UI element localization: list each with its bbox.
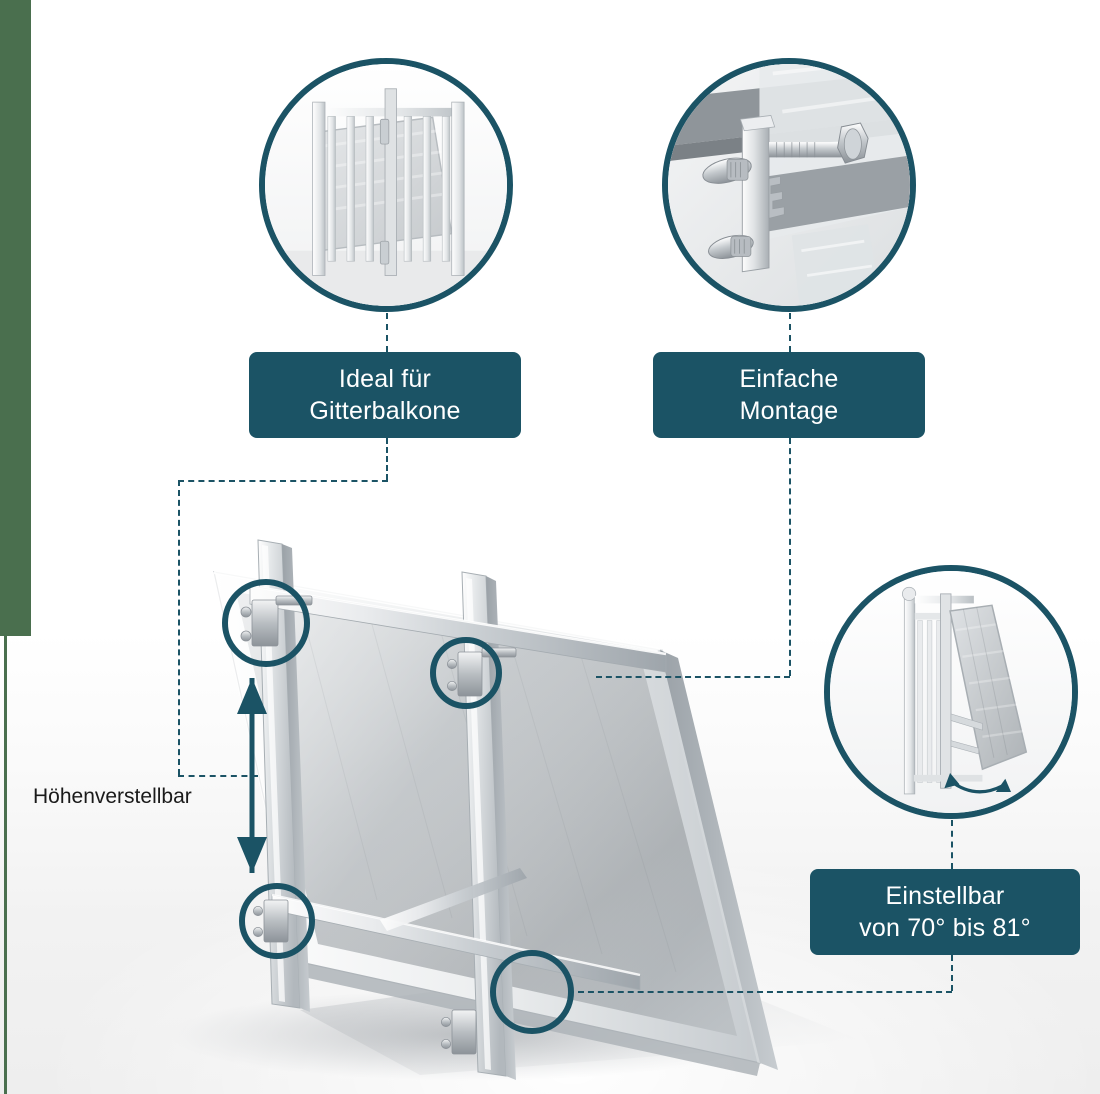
connector-montage-bottom-segment-0	[789, 438, 791, 676]
connector-montage-bottom-segment-1	[596, 676, 790, 678]
hoehenverstellbar-arrow-icon	[237, 678, 267, 873]
callout-einstellbar-winkel[interactable]: Einstellbar von 70° bis 81°	[810, 869, 1080, 955]
connector-winkel-top-segment-0	[951, 820, 953, 869]
brand-strip-line	[4, 636, 7, 1094]
callout-einfache-montage[interactable]: Einfache Montage	[653, 352, 925, 438]
ring-oben-links-icon	[222, 579, 310, 667]
callout-line1: Ideal für	[338, 365, 432, 393]
photo-inset-gitterbalkon	[259, 58, 513, 312]
ring-unten-links-icon	[239, 883, 315, 959]
callout-line1: Einstellbar	[885, 882, 1005, 910]
connector-gitterbalkone-top-segment-0	[386, 313, 388, 352]
background-upper	[0, 0, 1100, 640]
connector-gitterbalkone-bottom-segment-2	[178, 480, 180, 775]
callout-ideal-fuer-gitterbalkone[interactable]: Ideal für Gitterbalkone	[249, 352, 521, 438]
ring-oben-mitte-icon	[430, 637, 502, 709]
hoehenverstellbar-label: Höhenverstellbar	[33, 785, 192, 808]
callout-line2: Montage	[739, 397, 839, 425]
ring-unten-mitte-icon	[490, 950, 574, 1034]
connector-winkel-bottom-segment-0	[951, 955, 953, 991]
photo-inset-neigungswinkel	[824, 565, 1078, 819]
connector-gitterbalkone-bottom-segment-0	[386, 438, 388, 480]
connector-winkel-bottom-segment-1	[578, 991, 952, 993]
connector-gitterbalkone-bottom-segment-3	[178, 775, 258, 777]
brand-strip-block	[0, 0, 31, 636]
connector-gitterbalkone-bottom-segment-1	[178, 480, 388, 482]
photo-inset-klemme	[662, 58, 916, 312]
connector-montage-top-segment-0	[789, 313, 791, 352]
callout-line1: Einfache	[739, 365, 839, 393]
callout-line2: Gitterbalkone	[309, 397, 461, 425]
callout-line2: von 70° bis 81°	[859, 914, 1031, 942]
